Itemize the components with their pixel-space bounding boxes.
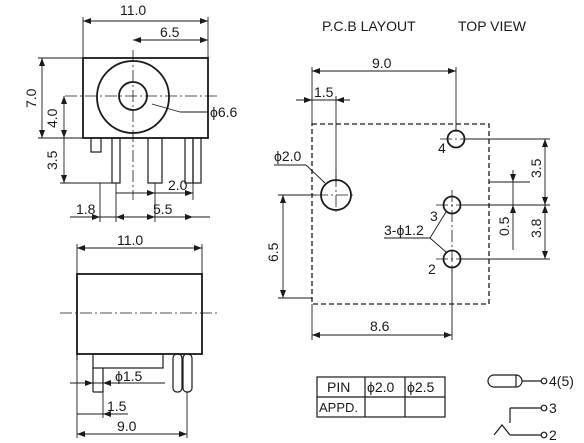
pcb-dim-width: 9.0: [372, 55, 392, 71]
front-body: [82, 57, 209, 139]
pcb-pin-label-2: 2: [428, 261, 436, 277]
front-dim-pin-spacing-a: 2.0: [168, 177, 188, 193]
front-dim-center-offset-label: 6.5: [160, 24, 180, 40]
jack-schematic: 4(5) 3 2: [487, 373, 574, 443]
front-dims-bottom: 2.0 1.8 5.5: [70, 175, 210, 222]
front-dim-center-offset: 6.5: [133, 24, 208, 43]
front-pin-left: [111, 137, 121, 184]
front-dim-overall-width-label: 11.0: [120, 2, 146, 18]
pcb-pin-label-4: 4: [438, 140, 446, 156]
side-dim-pin-offset: 1.5: [107, 398, 127, 414]
side-dim-width: 11.0: [76, 232, 203, 274]
pcb-layout: P.C.B LAYOUT TOP VIEW 9.0 1.5 ϕ2.0: [265, 18, 550, 340]
side-body: [76, 273, 203, 355]
pin-table-header-pin: PIN: [327, 379, 350, 395]
pcb-dim-right-a: 3.5: [528, 158, 544, 178]
schematic-label-2: 2: [549, 427, 557, 443]
front-dim-pin-spacing-b: 1.8: [76, 201, 96, 217]
pin-table-header-phi20: ϕ2.0: [367, 379, 395, 395]
pcb-dim-right-b: 3.8: [528, 218, 544, 238]
side-dim-base: 9.0: [117, 418, 137, 434]
pcb-dim-small-holes: 3-ϕ1.2: [384, 222, 424, 238]
pin-table-row-label: APPD.: [319, 400, 358, 415]
schematic-label-4-5: 4(5): [549, 373, 574, 389]
front-pin-center: [147, 137, 163, 184]
front-dim-height: 7.0: [23, 88, 39, 108]
side-dim-pin-width: ϕ1.5: [115, 368, 143, 384]
pcb-view-label: TOP VIEW: [458, 18, 527, 34]
side-dim-width-label: 11.0: [117, 232, 143, 248]
pin-table: PIN ϕ2.0 ϕ2.5 APPD.: [316, 376, 446, 418]
front-dim-pin-length: 3.5: [44, 150, 60, 170]
pcb-dim-large-hole: ϕ2.0: [274, 148, 302, 164]
front-view: 11.0 6.5 ϕ6.6: [23, 2, 238, 222]
front-dim-center-height: 4.0: [44, 108, 60, 128]
schematic-plug-body: [487, 374, 523, 388]
front-dim-overall-width: 11.0: [82, 2, 209, 58]
pcb-dim-vertical: 6.5: [265, 242, 281, 262]
pcb-title: P.C.B LAYOUT: [322, 18, 416, 34]
side-pin-horizontal: [92, 353, 164, 369]
front-pin-left-stub: [90, 137, 102, 153]
pcb-dim-right-c: 0.5: [496, 216, 512, 236]
side-pin-right-2: [182, 353, 193, 393]
pin-table-header-phi25: ϕ2.5: [407, 379, 435, 395]
front-dim-hole-diameter: ϕ6.6: [210, 104, 238, 120]
pcb-dim-edge-offset: 1.5: [314, 84, 334, 100]
side-view: 11.0 ϕ1.5 1.5 9.0: [60, 232, 220, 438]
front-dim-pin-spacing-c: 5.5: [153, 201, 173, 217]
front-dims-vertical: 7.0 4.0 3.5: [23, 57, 112, 184]
schematic-label-3: 3: [549, 400, 557, 416]
pcb-outline: [311, 123, 490, 305]
pcb-dim-bottom: 8.6: [370, 318, 390, 334]
front-pin-right-2: [192, 137, 202, 184]
pcb-pin-label-3: 3: [430, 208, 438, 224]
side-pin-right: [172, 353, 183, 393]
